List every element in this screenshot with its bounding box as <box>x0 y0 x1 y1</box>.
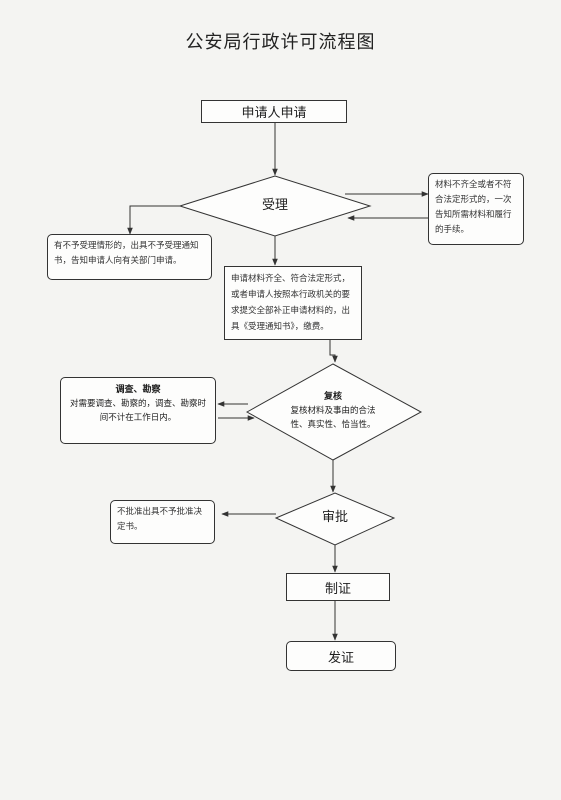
issue-label: 发证 <box>327 650 354 666</box>
reject-box: 有不予受理情形的，出具不予受理通知书，告知申请人向有关部门申请。 <box>47 234 212 280</box>
investigate-title: 调查、勘察 <box>115 385 161 395</box>
incomplete-box: 材料不齐全或者不符合法定形式的，一次告知所需材料和履行的手续。 <box>428 173 524 245</box>
apply-box: 申请人申请 <box>201 100 347 123</box>
complete-box: 申请材料齐全、符合法定形式，或者申请人按照本行政机关的要求提交全部补正申请材料的… <box>224 266 362 340</box>
approve-diamond <box>274 492 396 546</box>
page-title: 公安局行政许可流程图 <box>185 32 376 53</box>
investigate-box: 调查、勘察 对需要调查、勘察的，调查、勘察时间不计在工作日内。 <box>60 377 216 444</box>
incomplete-text: 材料不齐全或者不符合法定形式的，一次告知所需材料和履行的手续。 <box>435 180 512 235</box>
deny-box: 不批准出具不予批准决定书。 <box>110 500 215 544</box>
deny-text: 不批准出具不予批准决定书。 <box>117 507 203 532</box>
arrow-accept-to-reject <box>127 205 180 235</box>
issue-box: 发证 <box>286 641 396 671</box>
certify-label: 制证 <box>324 581 351 597</box>
complete-text: 申请材料齐全、符合法定形式，或者申请人按照本行政机关的要求提交全部补正申请材料的… <box>231 274 351 332</box>
arrow-complete-to-review <box>329 340 338 363</box>
apply-label: 申请人申请 <box>241 106 307 121</box>
reject-text: 有不予受理情形的，出具不予受理通知书，告知申请人向有关部门申请。 <box>54 241 199 266</box>
certify-box: 制证 <box>286 573 390 601</box>
investigate-body: 对需要调查、勘察的，调查、勘察时间不计在工作日内。 <box>69 399 206 423</box>
review-diamond <box>245 363 423 461</box>
accept-diamond <box>178 175 372 237</box>
